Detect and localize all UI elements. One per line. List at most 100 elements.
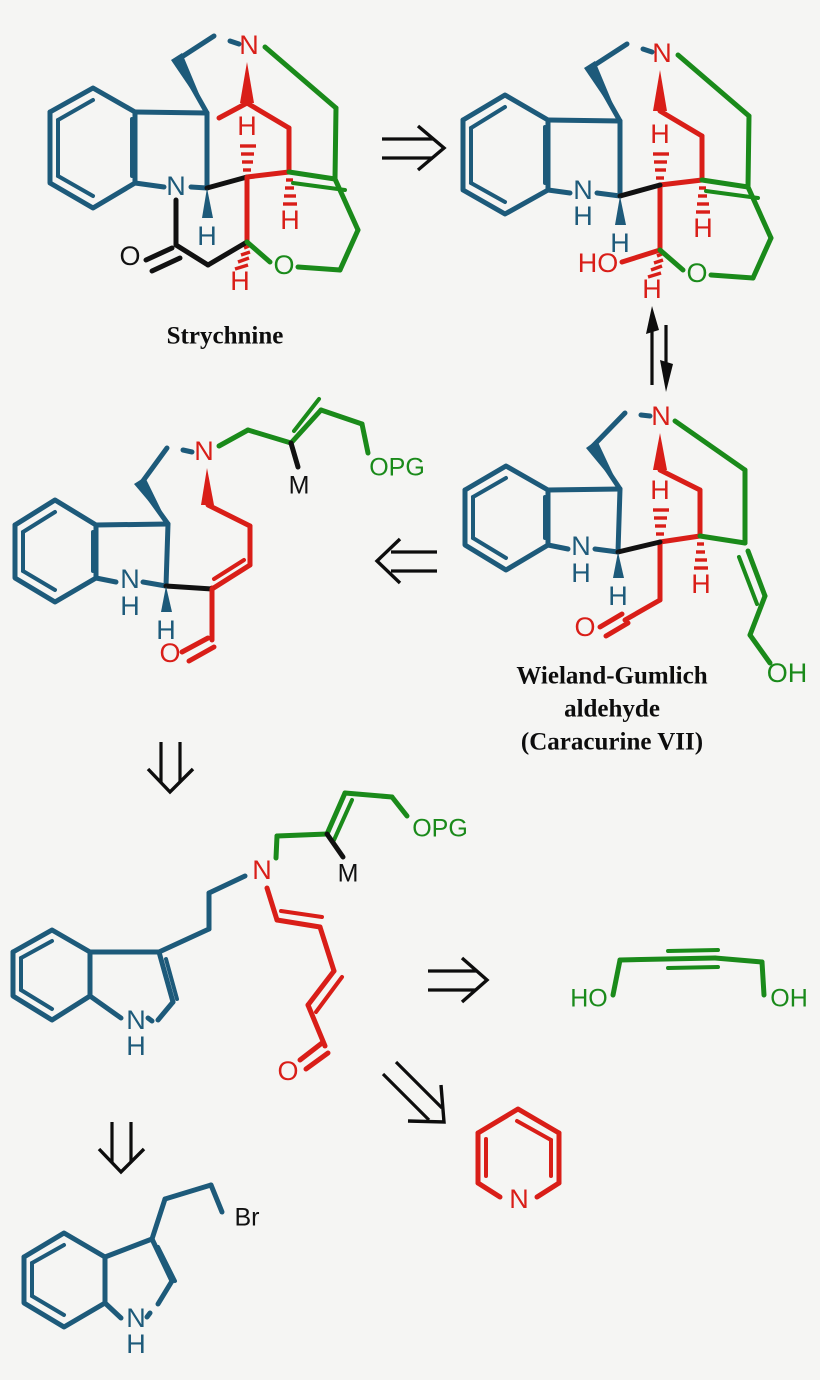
atom-label-NH-5: H (126, 1031, 146, 1061)
wedge-bond-pyrrolidine-2 (584, 61, 620, 121)
green-oxepine-ring-2 (675, 52, 774, 281)
butynediol-chain (610, 948, 767, 998)
red-ring-system-2 (657, 108, 705, 253)
structure-strychnine: N N H (47, 30, 361, 350)
bond-C-O-ether (244, 239, 273, 265)
atom-label-N-indoline-3: N (571, 531, 591, 561)
benzo-ring-3 (462, 463, 551, 573)
wedge-bond-pyrrolidine-4 (134, 477, 168, 524)
atom-label-H-red-upper-3: H (650, 475, 670, 505)
arrow-tryptamine-to-pyridine (381, 1060, 446, 1124)
bond-C-O-ether-2 (657, 247, 686, 273)
atom-label-N-pyridine: N (509, 1184, 529, 1214)
atom-label-OPG-5: OPG (412, 815, 468, 843)
arrow-tetracyclic-to-tryptamine (146, 742, 195, 795)
atom-label-O-aldehyde-3: O (574, 612, 595, 642)
atom-label-OH-butynediol: OH (770, 985, 808, 1013)
structure-tetracyclic-opg: N H N H O (12, 397, 425, 668)
structure-hydroxy-strychnine: N H N H H H (460, 38, 774, 304)
atom-label-NH-2: H (573, 201, 593, 231)
wedge-bond-N-C (240, 62, 254, 103)
atom-label-O-carbonyl: O (119, 241, 140, 271)
lactam-group (143, 197, 250, 274)
bond-black-link-4 (163, 583, 215, 592)
atom-label-H-red-right-3: H (691, 569, 711, 599)
structure-butynediol: HO OH (570, 948, 808, 1013)
bond-black-link-3 (615, 539, 663, 555)
atom-label-NH-8: H (126, 1329, 146, 1359)
dienal-5 (264, 885, 344, 1072)
structure-pyridine: N (475, 1106, 562, 1214)
structure-tryptamine-dienal: N H N O (10, 790, 468, 1086)
bond-black-link-2 (617, 182, 663, 199)
caption-wg-line1: Wieland-Gumlich (516, 663, 707, 690)
atom-label-H-red-upper: H (237, 111, 257, 141)
arrow-wg-to-tetracyclic (374, 537, 437, 585)
hash-bond-H-red-upper-3 (653, 508, 669, 536)
caption-wg-line2: aldehyde (564, 696, 660, 723)
benzo-ring-2 (460, 92, 551, 217)
benzo-ring-8 (21, 1230, 108, 1330)
atom-label-M-5: M (338, 860, 359, 888)
hash-bond-H-red-right (283, 178, 297, 206)
hash-bond-H-red-right-3 (694, 542, 708, 570)
green-sidechain-3 (672, 418, 773, 666)
atom-label-O-aldehyde-4: O (159, 638, 180, 668)
atom-label-OPG-4: OPG (369, 454, 425, 482)
structure-bromoethylindole: N H Br (21, 1182, 260, 1359)
atom-label-N-amine-4: N (194, 436, 214, 466)
arrow-equilibrium (646, 306, 673, 392)
hash-bond-H-red-upper-2 (653, 152, 669, 180)
caption-wg-line3: (Caracurine VII) (521, 729, 703, 756)
atom-label-M-4: M (289, 472, 310, 500)
arrow-strychnine-to-hydroxy (382, 124, 447, 172)
atom-label-N-amine-2: N (652, 38, 672, 68)
pyridine-ring (475, 1106, 562, 1200)
atom-label-N-amine: N (239, 30, 259, 60)
wedge-bond-N-C-4 (201, 468, 214, 505)
atom-label-NH-4: H (120, 591, 140, 621)
green-oxepine-ring (262, 44, 361, 273)
benzo-ring-4 (12, 497, 99, 605)
green-opg-sidechain-4 (216, 397, 371, 456)
bond-black-link (204, 174, 250, 191)
ethyl-linker-5 (156, 873, 248, 955)
atom-label-H-red-bottom-2: H (642, 274, 662, 304)
atom-label-H-red-right-2: H (693, 213, 713, 243)
atom-label-N-indole-5: N (126, 1005, 146, 1035)
wedge-bond-N-C-2 (653, 70, 667, 111)
atom-label-O-ether: O (273, 250, 294, 280)
wedge-bond-H-blue-3 (613, 552, 624, 578)
aldehyde-group-3 (597, 597, 663, 639)
wedge-bond-H-blue-4 (161, 586, 172, 612)
wedge-bond-H-blue (202, 188, 213, 218)
atom-label-Br: Br (235, 1204, 260, 1232)
hash-bond-H-red-right-2 (696, 186, 710, 214)
atom-label-N-lactam: N (166, 171, 186, 201)
green-opg-sidechain-5 (273, 790, 410, 861)
atom-label-NH-3: H (571, 558, 591, 588)
aldehyde-group-4 (179, 586, 217, 664)
pyrrole-ring-5 (87, 949, 179, 1024)
caption-strychnine: Strychnine (167, 323, 284, 350)
atom-label-HO-butynediol: HO (570, 985, 608, 1013)
atom-label-N-indoline-2: N (573, 175, 593, 205)
bond-M-4 (288, 440, 301, 470)
atom-label-H-red-upper-2: H (650, 119, 670, 149)
bond-C-OH (619, 247, 663, 265)
bromoethyl-chain-8 (149, 1182, 225, 1242)
hash-bond-H-red-upper (240, 144, 256, 172)
benzo-ring-5 (10, 927, 93, 1023)
wedge-bond-pyrrolidine (171, 53, 207, 113)
atom-label-N-amine-5: N (252, 855, 272, 885)
atom-label-H-blue-3: H (608, 581, 628, 611)
arrow-tryptamine-to-bromoindole (97, 1122, 146, 1175)
atom-label-HO: HO (578, 248, 619, 278)
benzo-ring (47, 85, 138, 211)
atom-label-H-blue-4: H (156, 615, 176, 645)
wedge-bond-N-C-3 (653, 433, 667, 470)
atom-label-H-blue-2: H (610, 228, 630, 258)
atom-label-N-amine-3: N (651, 401, 671, 431)
